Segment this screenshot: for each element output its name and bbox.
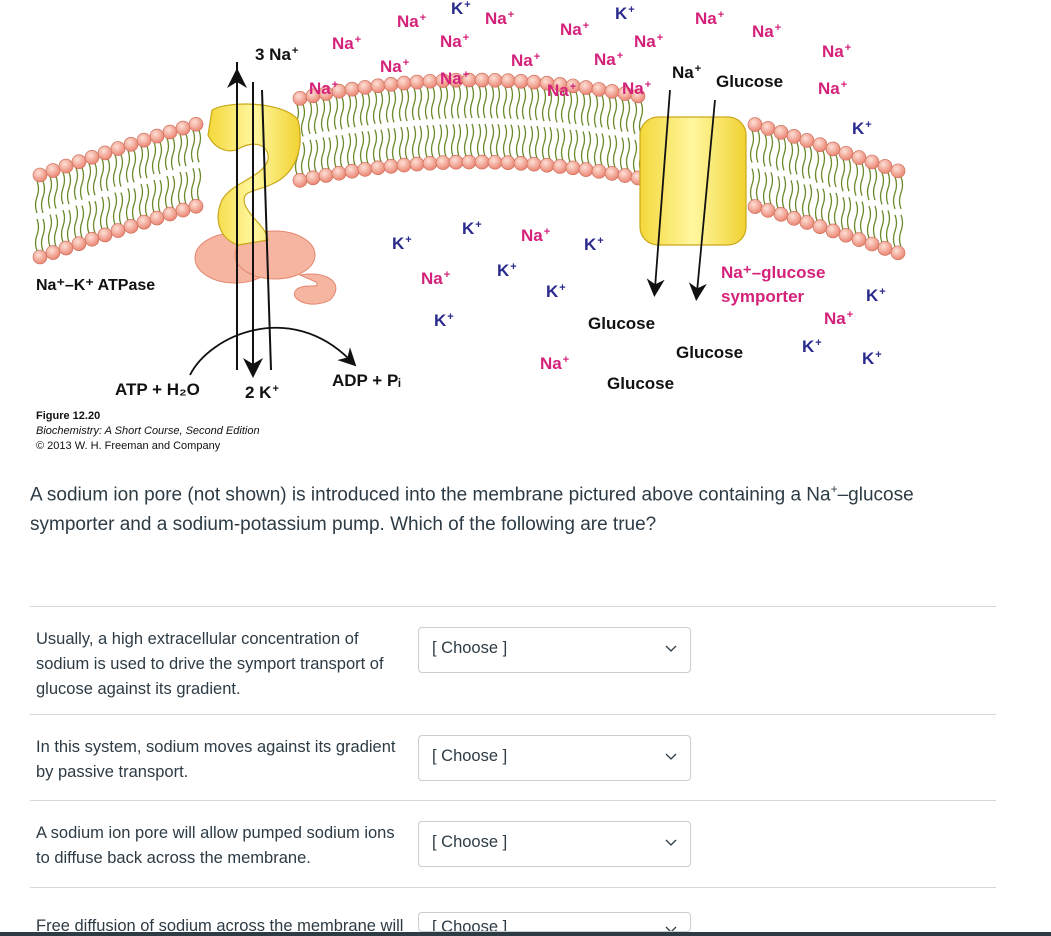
sodium-ion-label: Na+ — [397, 12, 427, 31]
na-glucose-symporter-protein — [639, 116, 747, 246]
sodium-ion-label: Na+ — [540, 354, 570, 373]
sodium-ion-label: Na+ — [560, 20, 590, 39]
membrane-diagram — [32, 62, 906, 378]
caption-title: Figure 12.20 — [36, 410, 101, 422]
sodium-ion-label: Na+ — [824, 309, 854, 328]
na-k-atpase-protein — [194, 103, 337, 305]
potassium-ion-label: K+ — [862, 349, 882, 368]
chevron-down-icon — [665, 753, 677, 760]
potassium-ion-label: K+ — [584, 235, 604, 254]
glucose-inside-label-1: Glucose — [588, 314, 656, 333]
membrane-figure: Na+K+Na+Na+K+Na+Na+Na+Na+Na+Na+Na+Na+Na+… — [32, 0, 906, 454]
potassium-ion-label: K+ — [546, 282, 566, 301]
select-value: [ Choose ] — [432, 918, 508, 932]
atpase-label: Na⁺–K⁺ ATPase — [36, 277, 156, 294]
select-value: [ Choose ] — [432, 639, 508, 657]
potassium-ion-label: K+ — [451, 0, 471, 18]
three-na-label: 3 Na+ — [255, 45, 299, 64]
chevron-down-icon — [665, 839, 677, 846]
potassium-ion-label: K+ — [462, 219, 482, 238]
answer-select-4[interactable]: [ Choose ] — [418, 912, 691, 932]
caption-book: Biochemistry: A Short Course, Second Edi… — [36, 425, 260, 437]
potassium-ion-label: K+ — [866, 286, 886, 305]
potassium-ion-label: K+ — [615, 4, 635, 23]
bottom-border — [0, 932, 1051, 936]
sodium-ion-label: Na+ — [622, 79, 652, 98]
sodium-ion-label: Na+ — [332, 34, 362, 53]
sodium-ion-label: Na+ — [547, 81, 577, 100]
potassium-ion-label: K+ — [497, 261, 517, 280]
caption-copyright: © 2013 W. H. Freeman and Company — [36, 440, 221, 452]
sodium-ion-label: Na+ — [695, 9, 725, 28]
sodium-ion-label: Na+ — [594, 50, 624, 69]
atpase-transport-arrows — [189, 62, 357, 378]
sodium-ion-label: Na+ — [421, 269, 451, 288]
divider — [30, 606, 996, 607]
statement-2: In this system, sodium moves against its… — [36, 738, 396, 781]
answer-select-1[interactable]: [ Choose ] — [418, 627, 691, 673]
sodium-ion-label: Na+ — [822, 42, 852, 61]
select-value: [ Choose ] — [432, 833, 508, 851]
two-k-label: 2 K+ — [245, 383, 279, 402]
sodium-ion-label: Na+ — [634, 32, 664, 51]
sodium-ion-label: Na+ — [309, 79, 339, 98]
select-value: [ Choose ] — [432, 747, 508, 765]
glucose-inside-label-2: Glucose — [676, 343, 744, 362]
statement-3: A sodium ion pore will allow pumped sodi… — [36, 824, 395, 867]
symporter-na-label: Na+ — [672, 63, 702, 82]
question-prompt: A sodium ion pore (not shown) is introdu… — [30, 482, 914, 536]
glucose-outside-label: Glucose — [716, 72, 784, 91]
divider — [30, 887, 996, 888]
atp-h2o-label: ATP + H₂O — [115, 380, 200, 399]
lipid-bilayer — [32, 72, 906, 265]
statement-1: Usually, a high extracellular concentrat… — [36, 630, 384, 698]
answer-select-2[interactable]: [ Choose ] — [418, 735, 691, 781]
symporter-label-line1: Na⁺–glucose — [721, 263, 826, 282]
symporter-label-line2: symporter — [721, 287, 805, 306]
potassium-ion-label: K+ — [802, 337, 822, 356]
sodium-ion-label: Na+ — [752, 22, 782, 41]
chevron-down-icon — [665, 645, 677, 652]
chevron-down-icon — [665, 926, 677, 931]
sodium-ion-label: Na+ — [440, 32, 470, 51]
divider — [30, 800, 996, 801]
glucose-inside-label-3: Glucose — [607, 374, 675, 393]
sodium-ion-label: Na+ — [485, 9, 515, 28]
sodium-ion-label: Na+ — [521, 226, 551, 245]
sodium-ion-label: Na+ — [818, 79, 848, 98]
answer-select-3[interactable]: [ Choose ] — [418, 821, 691, 867]
sodium-ion-label: Na+ — [511, 51, 541, 70]
divider — [30, 714, 996, 715]
adp-pi-label: ADP + Pᵢ — [332, 371, 401, 390]
potassium-ion-label: K+ — [434, 311, 454, 330]
sodium-ion-label: Na+ — [380, 57, 410, 76]
symporter-transport-arrows — [646, 89, 716, 301]
potassium-ion-label: K+ — [392, 234, 412, 253]
figure-caption: Figure 12.20 Biochemistry: A Short Cours… — [36, 409, 260, 454]
potassium-ion-label: K+ — [852, 119, 872, 138]
statement-4: Free diffusion of sodium across the memb… — [36, 917, 404, 932]
sodium-ion-label: Na+ — [440, 69, 470, 88]
